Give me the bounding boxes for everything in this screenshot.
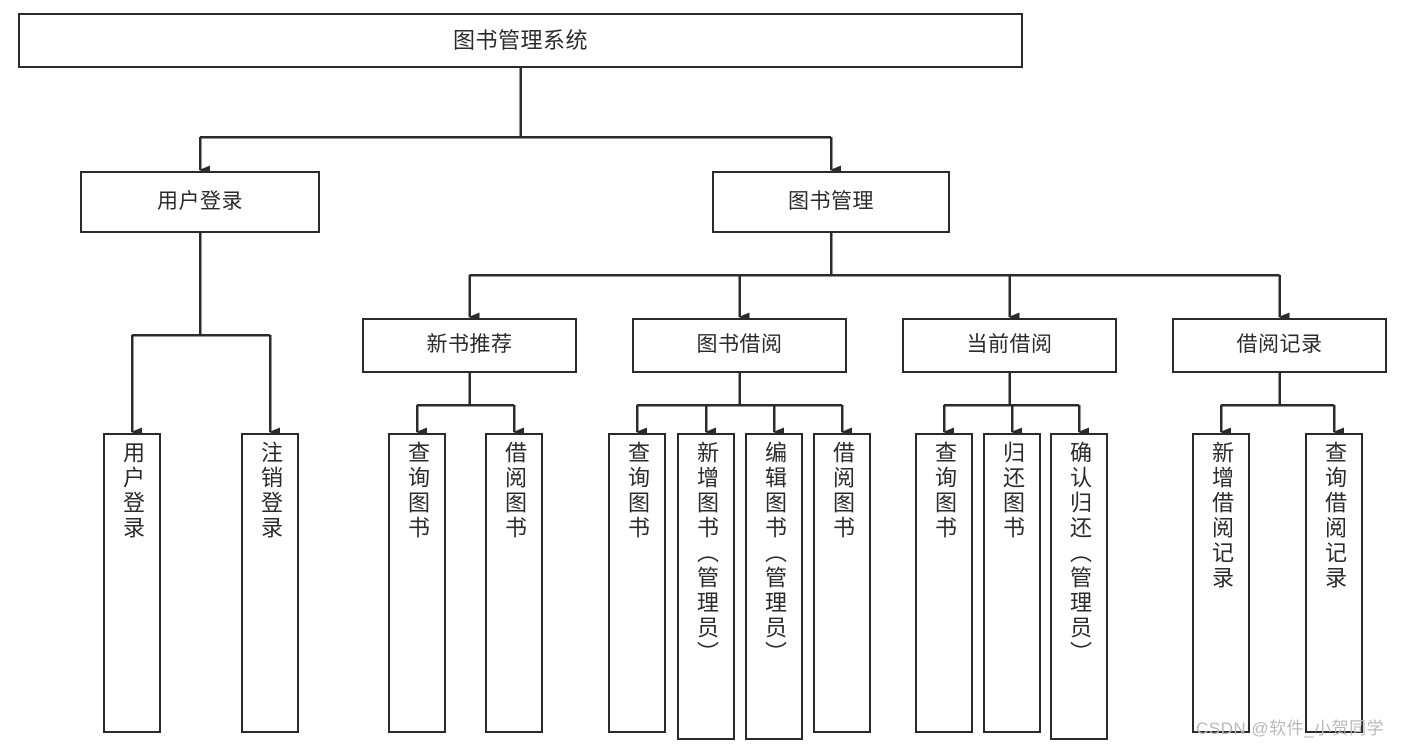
node-label-leaf_0: 用户登录 [120, 441, 145, 541]
node-leaf_0[interactable]: 用户登录 [103, 433, 161, 733]
node-label-l3_3: 借阅记录 [1236, 333, 1323, 357]
node-root[interactable]: 图书管理系统 [18, 13, 1023, 68]
node-leaf_4[interactable]: 查询图书 [608, 433, 666, 733]
node-l3_2[interactable]: 当前借阅 [902, 318, 1117, 373]
node-label-l3_0: 新书推荐 [426, 333, 513, 357]
node-label-leaf_9: 归还图书 [1000, 441, 1025, 541]
node-leaf_10[interactable]: 确认归还（管理员） [1050, 433, 1108, 740]
node-leaf_2[interactable]: 查询图书 [388, 433, 446, 733]
node-leaf_5[interactable]: 新增图书（管理员） [677, 433, 735, 740]
node-label-leaf_7: 借阅图书 [830, 441, 855, 541]
node-label-leaf_6: 编辑图书（管理员） [762, 441, 787, 666]
node-leaf_11[interactable]: 新增借阅记录 [1192, 433, 1250, 733]
node-label-leaf_1: 注销登录 [258, 441, 283, 541]
node-l3_1[interactable]: 图书借阅 [632, 318, 847, 373]
node-label-leaf_12: 查询借阅记录 [1322, 441, 1347, 591]
node-leaf_7[interactable]: 借阅图书 [813, 433, 871, 733]
csdn-watermark: CSDN @软件_小贺同学 [1196, 719, 1385, 738]
node-label-leaf_8: 查询图书 [932, 441, 957, 541]
node-leaf_1[interactable]: 注销登录 [241, 433, 299, 733]
node-label-leaf_2: 查询图书 [405, 441, 430, 541]
node-label-root: 图书管理系统 [452, 27, 588, 53]
node-label-l3_1: 图书借阅 [696, 333, 783, 357]
node-label-leaf_10: 确认归还（管理员） [1067, 441, 1092, 666]
node-leaf_6[interactable]: 编辑图书（管理员） [745, 433, 803, 740]
node-leaf_9[interactable]: 归还图书 [983, 433, 1041, 733]
node-l2_0[interactable]: 用户登录 [80, 171, 320, 233]
node-l2_1[interactable]: 图书管理 [712, 171, 950, 233]
node-label-leaf_11: 新增借阅记录 [1209, 441, 1234, 591]
node-l3_3[interactable]: 借阅记录 [1172, 318, 1387, 373]
node-leaf_3[interactable]: 借阅图书 [485, 433, 543, 733]
node-label-l2_1: 图书管理 [788, 189, 874, 213]
node-l3_0[interactable]: 新书推荐 [362, 318, 577, 373]
node-label-l2_0: 用户登录 [157, 189, 243, 213]
node-label-leaf_3: 借阅图书 [502, 441, 527, 541]
node-leaf_12[interactable]: 查询借阅记录 [1305, 433, 1363, 733]
node-label-leaf_5: 新增图书（管理员） [694, 441, 719, 666]
node-label-leaf_4: 查询图书 [625, 441, 650, 541]
node-leaf_8[interactable]: 查询图书 [915, 433, 973, 733]
node-label-l3_2: 当前借阅 [966, 333, 1053, 357]
